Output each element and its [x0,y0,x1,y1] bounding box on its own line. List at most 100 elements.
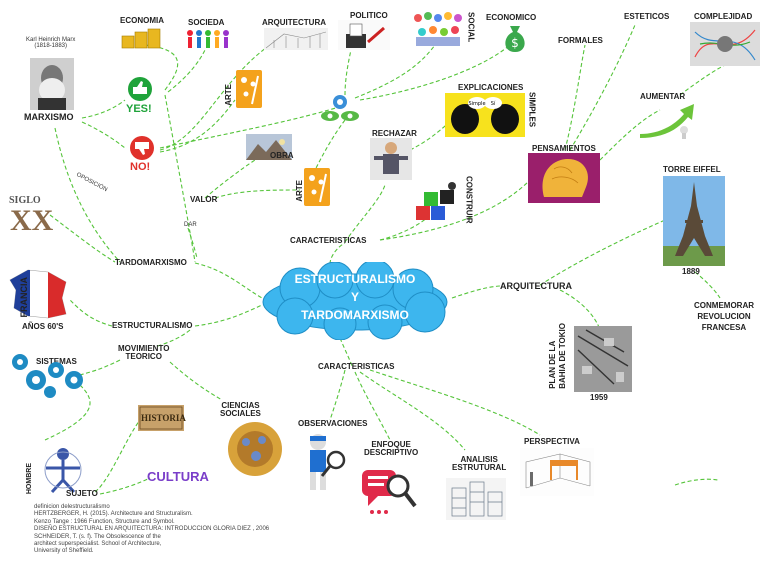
link-caract-rechazar [344,184,386,243]
economico-label: ECONOMICO [486,13,537,22]
reference-line: architect superspecialist. School of Arc… [34,541,162,548]
vote-ballot-image [338,20,390,50]
karl-marx-name: Karl Heinrich Marx [26,37,76,43]
link-torre-conmemorar [694,271,721,299]
sistemas-label: SISTEMAS [36,357,77,366]
movimiento-label: MOVIMIENTO TEORICO [118,344,169,362]
link-center-caract-bottom [339,337,353,367]
simples-label: SIMPLES [527,92,537,128]
sociedad-label: SOCIEDA [188,18,225,27]
ciencias-line2: SOCIALES [220,409,261,419]
aumentar-label: AUMENTAR [640,92,686,101]
observaciones-label: OBSERVACIONES [298,419,368,428]
coins-icon [121,28,161,49]
xx-label: XX [10,204,54,237]
obra-label: OBRA [270,151,294,160]
analisis-line1: ANALISIS [460,455,498,464]
link-aumentar-complejidad [679,64,726,96]
reject-person-image [370,138,412,180]
dar-label: DAR [184,222,197,228]
complejidad-label: COMPLEJIDAD [694,12,753,21]
link-siglo-tardo [49,214,116,263]
perspective-drawing-image [520,448,594,496]
torre-eiffel-label: TORRE EIFFEL [663,165,721,174]
yes-label: YES! [126,103,152,115]
link-caract-enfoque [354,371,391,441]
central-cloud [262,262,448,340]
link-marxismo-tardo [54,127,121,263]
link-pens-aumentar [599,109,661,161]
reference-line: SCHNEIDER, T. (s. f). The Obsolescence o… [34,533,161,540]
thoughts-head-image [528,153,600,203]
enfoque-line2: DESCRIPTIVO [364,448,419,458]
esteticos-label: ESTETICOS [624,12,670,21]
historia-label: HISTORIA [141,413,186,423]
references-list: definicion delestructuralismo HERTZBERGE… [34,504,269,556]
explanation-heads-image: Simple Sí [445,93,525,137]
link-marxismo-no [81,121,126,149]
arquitectura-right-label: ARQUITECTURA [500,281,572,291]
arte-label-1: ARTE [224,84,233,106]
year-1889-label: 1889 [682,267,700,276]
people-icon [187,30,229,48]
link-marxismo-yes [81,99,126,119]
gears-icon [12,354,83,398]
year-1959-label: 1959 [590,393,608,402]
marxismo-label: MARXISMO [24,112,74,122]
estructuralismo-label: ESTRUCTURALISMO [112,321,193,330]
central-title-line1: ESTRUCTURALISMO [294,272,416,286]
speech-bubble-text-1: Simple [468,101,485,107]
eiffel-tower-image [663,176,725,266]
search-chat-icon [362,470,417,514]
architecture-sketch-image [264,28,328,50]
historia-banner [138,405,184,431]
link-sistemas-hombre [44,384,91,441]
caracteristicas-bottom-label: CARACTERISTICAS [318,362,395,371]
money-bag-icon: $ [505,26,525,52]
social-sciences-image [228,422,282,476]
vision-icon [321,95,359,121]
link-estruct-movimiento [154,329,191,348]
link-small-right [674,478,719,486]
analisis-line2: ESTRUTURAL [452,463,507,473]
analisis-label: ANALISIS ESTRUTURAL [452,455,507,473]
art-palette-icon-1 [236,70,262,108]
cultura-label: CULTURA [147,469,209,484]
no-label: NO! [130,161,151,173]
sujeto-label: SUJETO [66,489,98,498]
conmemorar-line3: FRANCESA [701,323,747,332]
tokyo-bay-plan-image [574,326,632,392]
link-valor-arte [214,189,301,199]
structural-analysis-image [446,478,506,520]
artwork-image [246,134,292,160]
conmemorar-label: CONMEMORAR REVOLUCION FRANCESA [694,300,754,333]
link-caract-analisis [359,371,466,451]
link-eye-economico [359,44,511,101]
pensamientos-label: PENSAMIENTOS [532,144,596,153]
link-arq-torre [539,219,666,286]
link-no-arquitectura [159,44,271,151]
explicaciones-label: EXPLICACIONES [458,83,524,92]
link-estruct-center [194,304,263,327]
conmemorar-line1: CONMEMORAR [694,301,754,310]
link-center-arquitectura [451,285,501,299]
link-eye-social [354,44,436,99]
build-blocks-image [416,182,456,220]
speech-bubble-text-2: Sí [491,100,496,107]
plan-bahia-line1: PLAN DE LA [548,340,557,389]
complexity-image [690,22,760,66]
france-map-flag [9,269,67,319]
arquitectura-top-label: ARQUITECTURA [262,18,326,27]
reference-line: Kenzo Tange : 1966 Function, Structure a… [34,518,175,525]
link-pens-formales [564,44,586,151]
enfoque-line1: ENFOQUE [371,440,411,449]
link-caract-pensamientos [379,179,531,241]
link-movimiento-sistemas [79,359,121,376]
ciencias-line1: CIENCIAS [221,401,260,410]
karl-marx-caption: Karl Heinrich Marx (1818-1883) [26,37,75,50]
social-label: SOCIAL [466,12,476,43]
link-estruct-francia [69,299,113,327]
formales-label: FORMALES [558,36,603,45]
reference-line: HERTZBERGER, H. (2015). Architecture and… [34,511,193,518]
human-figure-icon [44,448,82,494]
